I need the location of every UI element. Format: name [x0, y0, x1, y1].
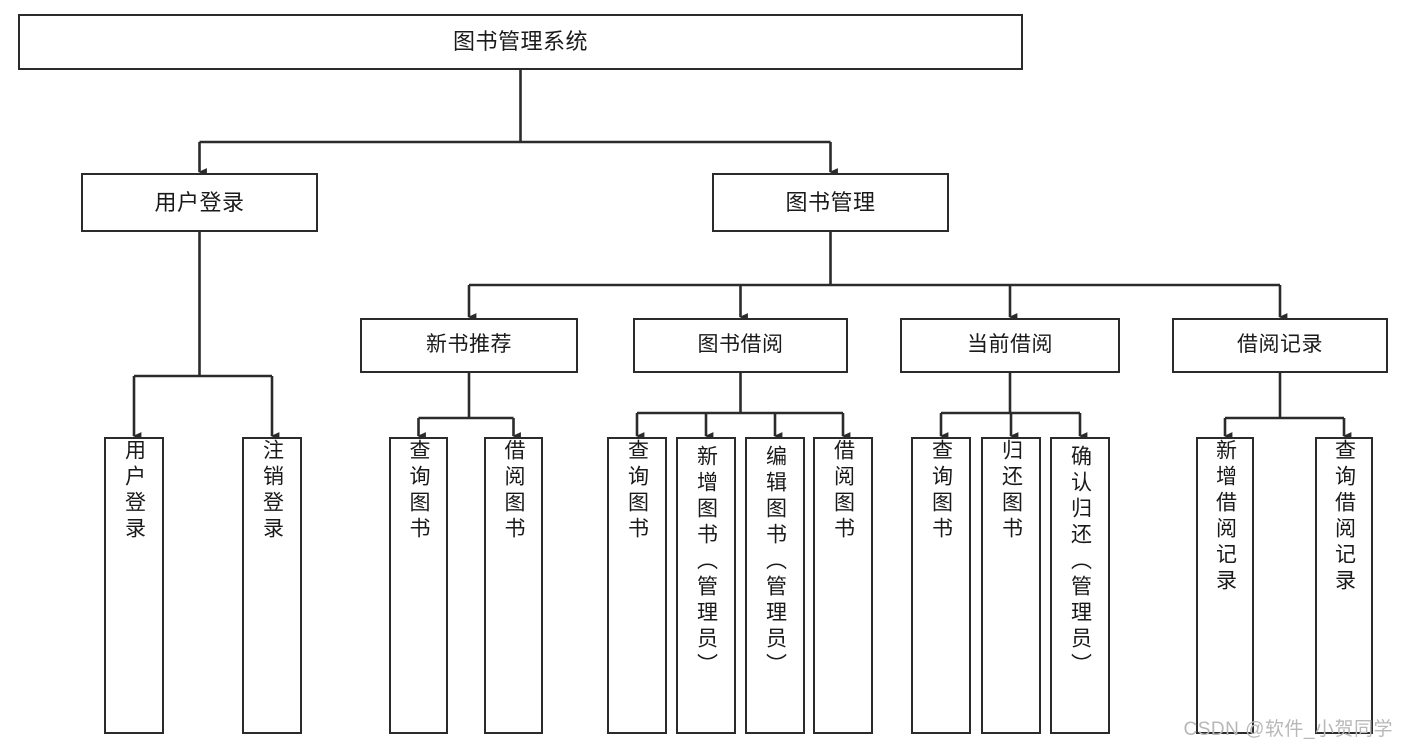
- node-new-book-recommend[interactable]: 新书推荐: [360, 318, 578, 373]
- node-loan-records-label: 借阅记录: [1237, 333, 1323, 357]
- node-leaf-add-record[interactable]: 新增借阅记录: [1196, 437, 1254, 734]
- node-leaf-edit-book[interactable]: 编辑图书（管理员）: [745, 437, 805, 734]
- node-leaf-query-record-label: 查询借阅记录: [1332, 439, 1356, 595]
- node-leaf-logout-label: 注销登录: [260, 439, 284, 543]
- node-user-login-label: 用户登录: [154, 189, 245, 215]
- node-leaf-return-book[interactable]: 归还图书: [981, 437, 1041, 734]
- node-leaf-borrow-book-1[interactable]: 借阅图书: [484, 437, 543, 734]
- node-loan-records[interactable]: 借阅记录: [1172, 318, 1388, 373]
- node-book-manage-label: 图书管理: [785, 189, 876, 215]
- node-root-label: 图书管理系统: [452, 29, 588, 55]
- node-book-borrow[interactable]: 图书借阅: [633, 318, 848, 373]
- node-leaf-return-book-label: 归还图书: [999, 439, 1023, 543]
- node-current-loan[interactable]: 当前借阅: [900, 318, 1120, 373]
- node-root[interactable]: 图书管理系统: [18, 14, 1023, 70]
- node-leaf-query-record[interactable]: 查询借阅记录: [1315, 437, 1373, 734]
- node-book-borrow-label: 图书借阅: [697, 333, 784, 357]
- node-leaf-add-record-label: 新增借阅记录: [1213, 439, 1237, 595]
- node-current-loan-label: 当前借阅: [967, 333, 1053, 357]
- node-leaf-query-book-3[interactable]: 查询图书: [911, 437, 971, 734]
- node-leaf-query-book-2[interactable]: 查询图书: [607, 437, 667, 734]
- node-leaf-logout[interactable]: 注销登录: [242, 437, 302, 734]
- node-leaf-confirm-return-label: 确认归还（管理员）: [1068, 445, 1092, 679]
- node-leaf-user-login[interactable]: 用户登录: [104, 437, 164, 734]
- node-leaf-borrow-book-1-label: 借阅图书: [502, 439, 525, 543]
- node-leaf-confirm-return[interactable]: 确认归还（管理员）: [1050, 437, 1110, 734]
- node-leaf-user-login-label: 用户登录: [122, 439, 146, 543]
- node-leaf-add-book-label: 新增图书（管理员）: [694, 445, 718, 679]
- node-leaf-borrow-book-2-label: 借阅图书: [831, 439, 855, 543]
- node-leaf-borrow-book-2[interactable]: 借阅图书: [813, 437, 873, 734]
- node-leaf-edit-book-label: 编辑图书（管理员）: [763, 445, 787, 679]
- node-leaf-add-book[interactable]: 新增图书（管理员）: [676, 437, 736, 734]
- node-leaf-query-book-2-label: 查询图书: [625, 439, 649, 543]
- node-new-book-recommend-label: 新书推荐: [426, 333, 512, 357]
- node-leaf-query-book-3-label: 查询图书: [929, 439, 953, 543]
- node-leaf-query-book-1-label: 查询图书: [407, 439, 430, 543]
- node-user-login[interactable]: 用户登录: [81, 173, 318, 232]
- node-book-manage[interactable]: 图书管理: [712, 173, 949, 232]
- node-leaf-query-book-1[interactable]: 查询图书: [389, 437, 448, 734]
